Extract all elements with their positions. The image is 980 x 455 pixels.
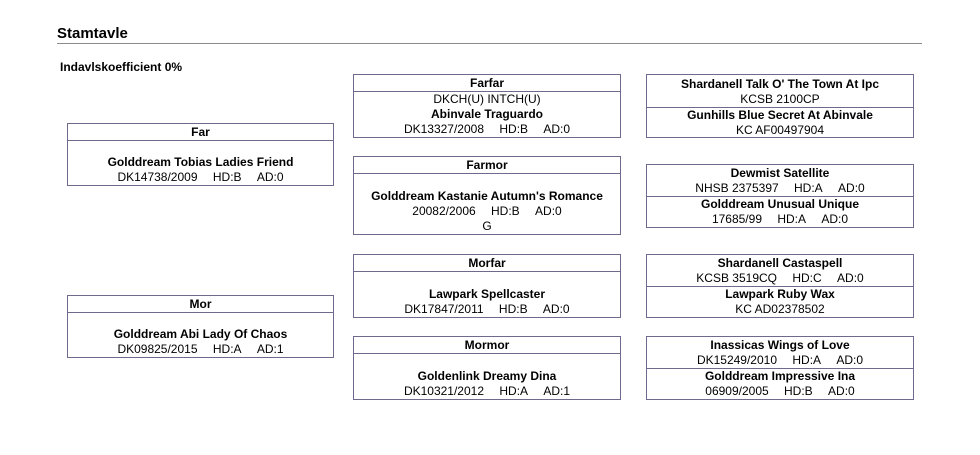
ggp-box-4: Inassicas Wings of Love DK15249/2010 HD:… bbox=[646, 336, 914, 400]
ggp-4-top-ad: AD:0 bbox=[836, 353, 864, 367]
ggp-4-bottom-hd: HD:B bbox=[784, 384, 813, 398]
ggp-1-top-reg: KCSB 2100CP bbox=[740, 92, 820, 106]
page-title: Stamtavle bbox=[57, 25, 128, 42]
morfar-ad: AD:0 bbox=[542, 302, 570, 316]
far-reg: DK14738/2009 bbox=[117, 170, 198, 184]
ggp-2-top-reg: NHSB 2375397 bbox=[695, 181, 779, 195]
farmor-extra: G bbox=[482, 219, 492, 233]
farmor-name[interactable]: Golddream Kastanie Autumn's Romance bbox=[371, 189, 603, 203]
mor-name[interactable]: Golddream Abi Lady Of Chaos bbox=[113, 327, 288, 341]
ggp-box-2: Dewmist Satellite NHSB 2375397 HD:A AD:0… bbox=[646, 164, 914, 228]
morfar-reg: DK17847/2011 bbox=[404, 302, 484, 316]
mormor-ad: AD:1 bbox=[543, 384, 571, 398]
ggp-2-bottom-reg-line: 17685/99 HD:A AD:0 bbox=[647, 212, 913, 227]
morfar-box: Morfar Lawpark Spellcaster DK17847/2011 … bbox=[353, 254, 621, 318]
farfar-title: DKCH(U) INTCH(U) bbox=[433, 92, 541, 106]
ggp-2-bottom-hd: HD:A bbox=[777, 212, 807, 226]
ggp-2-top-name[interactable]: Dewmist Satellite bbox=[730, 166, 830, 180]
farmor-reg-line: 20082/2006 HD:B AD:0 bbox=[354, 204, 620, 219]
mor-ad: AD:1 bbox=[256, 342, 284, 356]
farfar-box: Farfar DKCH(U) INTCH(U) Abinvale Traguar… bbox=[353, 74, 621, 138]
farmor-reg: 20082/2006 bbox=[412, 204, 476, 218]
far-label: Far bbox=[68, 124, 333, 141]
farfar-reg-line: DK13327/2008 HD:B AD:0 bbox=[354, 122, 620, 137]
ggp-3-bottom-reg: KC AD02378502 bbox=[735, 302, 825, 316]
ggp-4-top-hd: HD:A bbox=[792, 353, 822, 367]
ggp-1-top-reg-line: KCSB 2100CP bbox=[647, 92, 913, 107]
ggp-3-top-reg-line: KCSB 3519CQ HD:C AD:0 bbox=[647, 271, 913, 286]
ggp-4-top-reg: DK15249/2010 bbox=[696, 353, 778, 367]
mormor-hd: HD:A bbox=[499, 384, 529, 398]
far-name[interactable]: Golddream Tobias Ladies Friend bbox=[107, 155, 294, 169]
far-hd: HD:B bbox=[212, 170, 242, 184]
ggp-4-bottom-reg: 06909/2005 bbox=[705, 384, 769, 398]
far-ad: AD:0 bbox=[256, 170, 284, 184]
farmor-ad: AD:0 bbox=[535, 204, 562, 218]
farfar-label: Farfar bbox=[354, 75, 620, 92]
farmor-hd: HD:B bbox=[491, 204, 520, 218]
mor-reg-line: DK09825/2015 HD:A AD:1 bbox=[68, 342, 333, 357]
ggp-4-bottom-reg-line: 06909/2005 HD:B AD:0 bbox=[647, 384, 913, 399]
ggp-1-bottom-reg-line: KC AF00497904 bbox=[647, 123, 913, 138]
ggp-3-bottom-name[interactable]: Lawpark Ruby Wax bbox=[725, 287, 835, 301]
ggp-2-top-ad: AD:0 bbox=[838, 181, 865, 195]
ggp-3-top-hd: HD:C bbox=[792, 271, 822, 285]
mormor-name[interactable]: Goldenlink Dreamy Dina bbox=[417, 369, 557, 383]
morfar-hd: HD:B bbox=[498, 302, 528, 316]
mormor-reg: DK10321/2012 bbox=[403, 384, 485, 398]
morfar-label: Morfar bbox=[354, 255, 620, 272]
ggp-box-3: Shardanell Castaspell KCSB 3519CQ HD:C A… bbox=[646, 254, 914, 318]
title-divider bbox=[57, 43, 922, 44]
far-box: Far Golddream Tobias Ladies Friend DK147… bbox=[67, 123, 334, 186]
ggp-3-top-reg: KCSB 3519CQ bbox=[696, 271, 777, 285]
ggp-3-top-ad: AD:0 bbox=[837, 271, 864, 285]
ggp-4-bottom-ad: AD:0 bbox=[828, 384, 855, 398]
ggp-2-bottom-reg: 17685/99 bbox=[711, 212, 762, 226]
ggp-4-bottom-name[interactable]: Golddream Impressive Ina bbox=[704, 369, 856, 383]
ggp-2-top-reg-line: NHSB 2375397 HD:A AD:0 bbox=[647, 181, 913, 196]
inbreeding-coefficient: Indavlskoefficient 0% bbox=[60, 60, 183, 74]
ggp-2-top-hd: HD:A bbox=[794, 181, 823, 195]
far-reg-line: DK14738/2009 HD:B AD:0 bbox=[68, 170, 333, 185]
mormor-reg-line: DK10321/2012 HD:A AD:1 bbox=[354, 384, 620, 399]
ggp-3-bottom-reg-line: KC AD02378502 bbox=[647, 302, 913, 317]
ggp-4-top-name[interactable]: Inassicas Wings of Love bbox=[710, 338, 850, 352]
mor-label: Mor bbox=[68, 296, 333, 313]
ggp-1-top-name[interactable]: Shardanell Talk O' The Town At Ipc bbox=[681, 77, 879, 91]
farfar-hd: HD:B bbox=[499, 122, 529, 136]
mor-reg: DK09825/2015 bbox=[117, 342, 198, 356]
mormor-label: Mormor bbox=[354, 337, 620, 354]
ggp-3-top-name[interactable]: Shardanell Castaspell bbox=[717, 256, 843, 270]
farfar-name[interactable]: Abinvale Traguardo bbox=[430, 107, 544, 121]
farmor-label: Farmor bbox=[354, 157, 620, 174]
farmor-box: Farmor Golddream Kastanie Autumn's Roman… bbox=[353, 156, 621, 235]
ggp-2-bottom-ad: AD:0 bbox=[821, 212, 849, 226]
morfar-name[interactable]: Lawpark Spellcaster bbox=[428, 287, 546, 301]
ggp-2-bottom-name[interactable]: Golddream Unusual Unique bbox=[700, 197, 859, 211]
farfar-reg: DK13327/2008 bbox=[403, 122, 485, 136]
farfar-ad: AD:0 bbox=[543, 122, 571, 136]
morfar-reg-line: DK17847/2011 HD:B AD:0 bbox=[354, 302, 620, 317]
ggp-1-bottom-reg: KC AF00497904 bbox=[735, 123, 825, 137]
mormor-box: Mormor Goldenlink Dreamy Dina DK10321/20… bbox=[353, 336, 621, 400]
ggp-1-bottom-name[interactable]: Gunhills Blue Secret At Abinvale bbox=[687, 108, 873, 122]
mor-hd: HD:A bbox=[212, 342, 242, 356]
ggp-box-1: Shardanell Talk O' The Town At Ipc KCSB … bbox=[646, 74, 914, 138]
ggp-4-top-reg-line: DK15249/2010 HD:A AD:0 bbox=[647, 353, 913, 368]
mor-box: Mor Golddream Abi Lady Of Chaos DK09825/… bbox=[67, 295, 334, 358]
